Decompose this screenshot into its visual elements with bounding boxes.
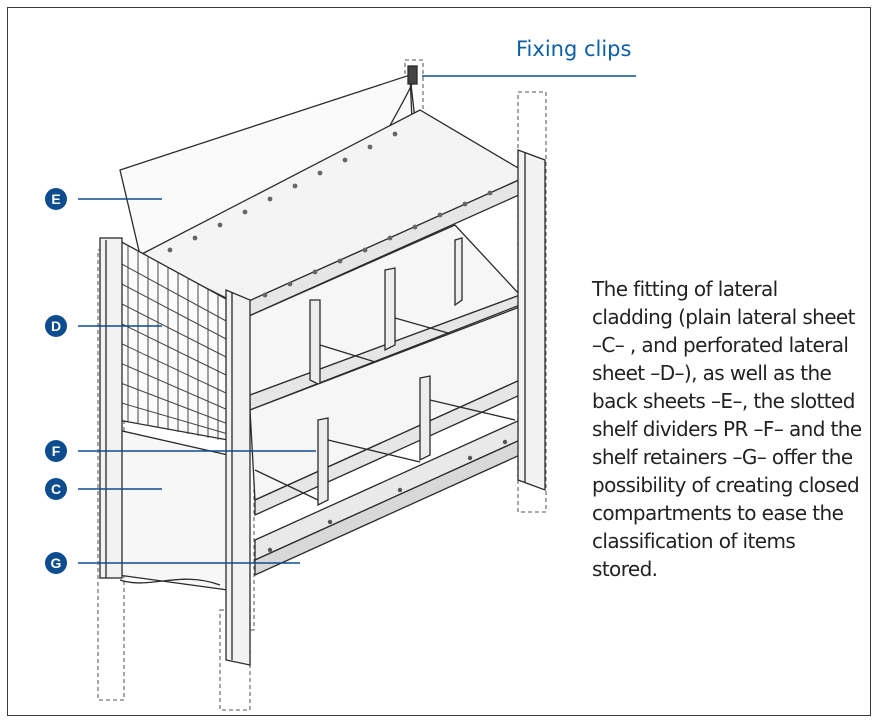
- front-uprights: [99, 149, 546, 666]
- callout-badge-g: G: [45, 552, 67, 574]
- upper-dividers: [309, 237, 463, 387]
- callout-badge-c: C: [45, 478, 67, 500]
- top-shelf-holes: [167, 131, 493, 298]
- plain-lateral-sheet: [117, 429, 229, 591]
- fixing-clip: [407, 65, 418, 85]
- fixing-clips-label: Fixing clips: [516, 37, 632, 61]
- description-text: The fitting of lateral cladding (plain l…: [592, 277, 862, 581]
- perforations: [117, 245, 229, 440]
- lower-dividers: [254, 375, 516, 507]
- callout-badge-f: F: [45, 440, 67, 462]
- callout-badge-d: D: [45, 315, 67, 337]
- callout-badge-e: E: [45, 188, 67, 210]
- callout-lines: [78, 75, 636, 564]
